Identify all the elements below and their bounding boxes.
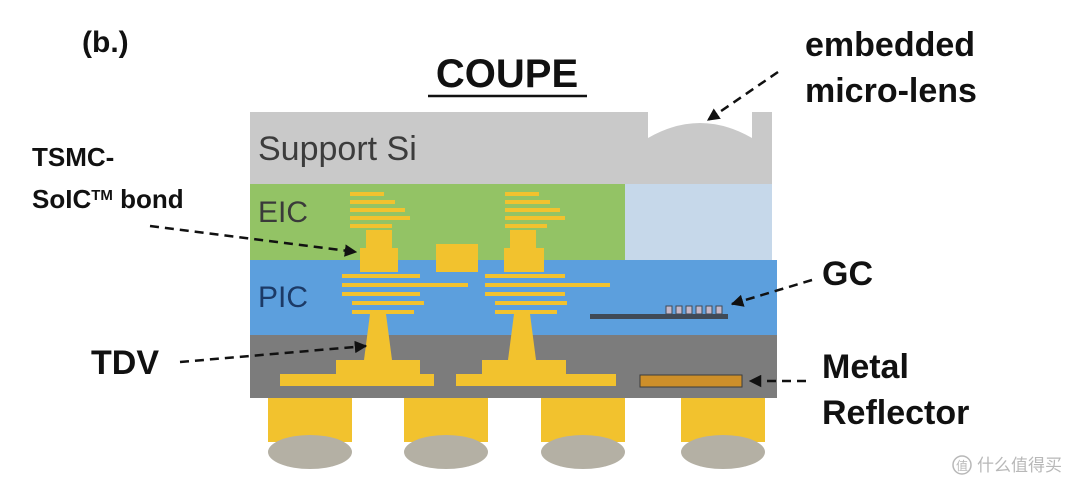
solder-bump — [681, 398, 765, 469]
tdv-arrow — [179, 340, 368, 364]
bond-label-trademark: TM — [91, 187, 113, 204]
micro-lens-label-line2: micro-lens — [805, 72, 977, 110]
tdv-label: TDV — [91, 344, 159, 382]
interconnect-stack-left — [280, 192, 468, 386]
solder-bumps — [268, 398, 765, 469]
eic-window — [625, 184, 772, 260]
gc-label: GC — [822, 255, 873, 293]
micro-lens-label-line1: embedded — [805, 26, 975, 64]
watermark: 值 什么值得买 — [952, 455, 1062, 475]
interconnect-stack-right — [456, 192, 616, 386]
pic-label: PIC — [258, 281, 308, 314]
bond-arrow — [149, 224, 358, 257]
bond-label-line1: TSMC- — [32, 142, 114, 172]
eic-label: EIC — [258, 196, 308, 229]
bond-label-main: SoIC — [32, 184, 91, 214]
grating-coupler-teeth — [665, 305, 723, 315]
solder-bump — [541, 398, 625, 469]
metal-reflector — [639, 374, 743, 388]
reflector-label-line2: Reflector — [822, 394, 969, 432]
support-si-layer — [250, 112, 772, 184]
grating-coupler-bar — [590, 314, 728, 319]
watermark-text: 什么值得买 — [977, 456, 1062, 475]
reflector-label-line1: Metal — [822, 348, 909, 386]
zhi-icon-glyph: 值 — [956, 458, 968, 473]
bond-pad-middle — [436, 244, 478, 272]
zhi-icon — [952, 455, 972, 475]
bond-label-line2: SoICTM bond — [32, 184, 184, 214]
solder-bump — [404, 398, 488, 469]
diagram-title: COUPE — [436, 52, 578, 96]
bond-label-rest: bond — [113, 184, 184, 214]
support-si-label: Support Si — [258, 130, 417, 168]
solder-bump — [268, 398, 352, 469]
panel-label: (b.) — [82, 26, 129, 59]
